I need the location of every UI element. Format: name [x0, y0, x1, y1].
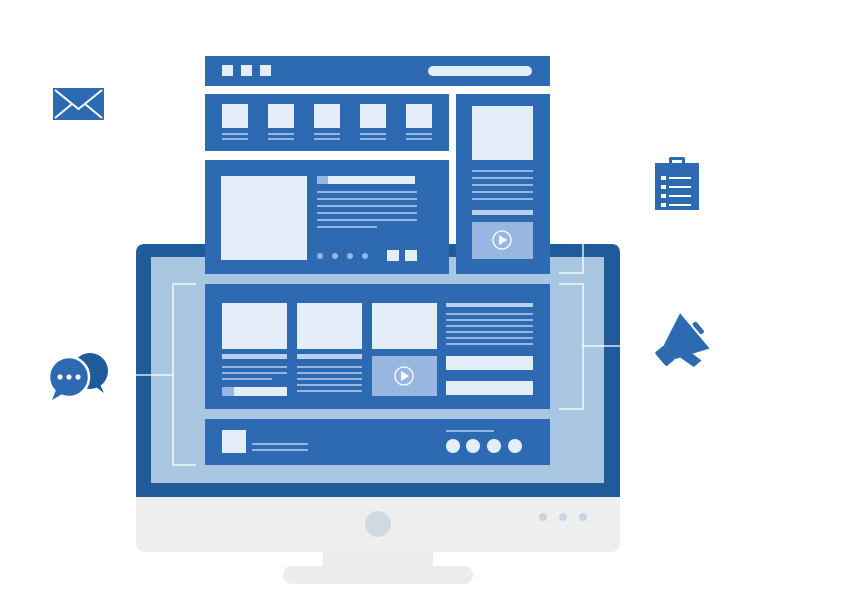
mock-footer	[205, 419, 550, 465]
nav-square-2	[241, 65, 252, 76]
thumb-4	[360, 104, 386, 128]
carousel-dot-3	[347, 253, 353, 259]
chin-dot-1	[539, 513, 547, 521]
mock-sidebar	[456, 94, 550, 274]
chat-bubbles-icon	[47, 353, 108, 400]
monitor-stand-base	[283, 566, 473, 584]
connector-lines	[132, 244, 620, 466]
nav-search-bar	[428, 66, 532, 76]
content-image-3	[372, 303, 437, 349]
thumb-3	[314, 104, 340, 128]
content-image-1	[222, 303, 287, 349]
power-button	[365, 511, 391, 537]
social-dot-4	[508, 439, 522, 453]
content-input-2	[446, 381, 533, 395]
sidebar-image	[472, 106, 533, 160]
carousel-dot-1	[317, 253, 323, 259]
hero-button-2	[405, 250, 417, 261]
content-button	[234, 387, 287, 396]
hero-image	[221, 176, 307, 260]
nav-square-1	[222, 65, 233, 76]
hero-button-1	[387, 250, 399, 261]
mock-content-block	[205, 284, 550, 409]
mock-thumbnail-row	[205, 94, 449, 151]
megaphone-icon	[655, 313, 710, 367]
clipboard-icon	[655, 157, 699, 210]
mock-hero-card	[205, 160, 449, 274]
play-icon	[492, 230, 512, 250]
social-dot-2	[466, 439, 480, 453]
footer-logo	[222, 430, 246, 453]
chin-dot-3	[579, 513, 587, 521]
content-image-2	[297, 303, 362, 349]
mock-navbar	[205, 56, 550, 86]
thumb-1	[222, 104, 248, 128]
website-mockup	[205, 56, 550, 465]
carousel-dot-2	[332, 253, 338, 259]
play-icon	[394, 366, 414, 386]
social-dot-1	[446, 439, 460, 453]
content-input-1	[446, 356, 533, 370]
thumb-2	[268, 104, 294, 128]
envelope-icon	[53, 88, 104, 120]
top-right-connector	[559, 244, 584, 274]
social-dot-3	[487, 439, 501, 453]
carousel-dot-4	[362, 253, 368, 259]
nav-square-3	[260, 65, 271, 76]
thumb-5	[406, 104, 432, 128]
chin-dot-2	[559, 513, 567, 521]
